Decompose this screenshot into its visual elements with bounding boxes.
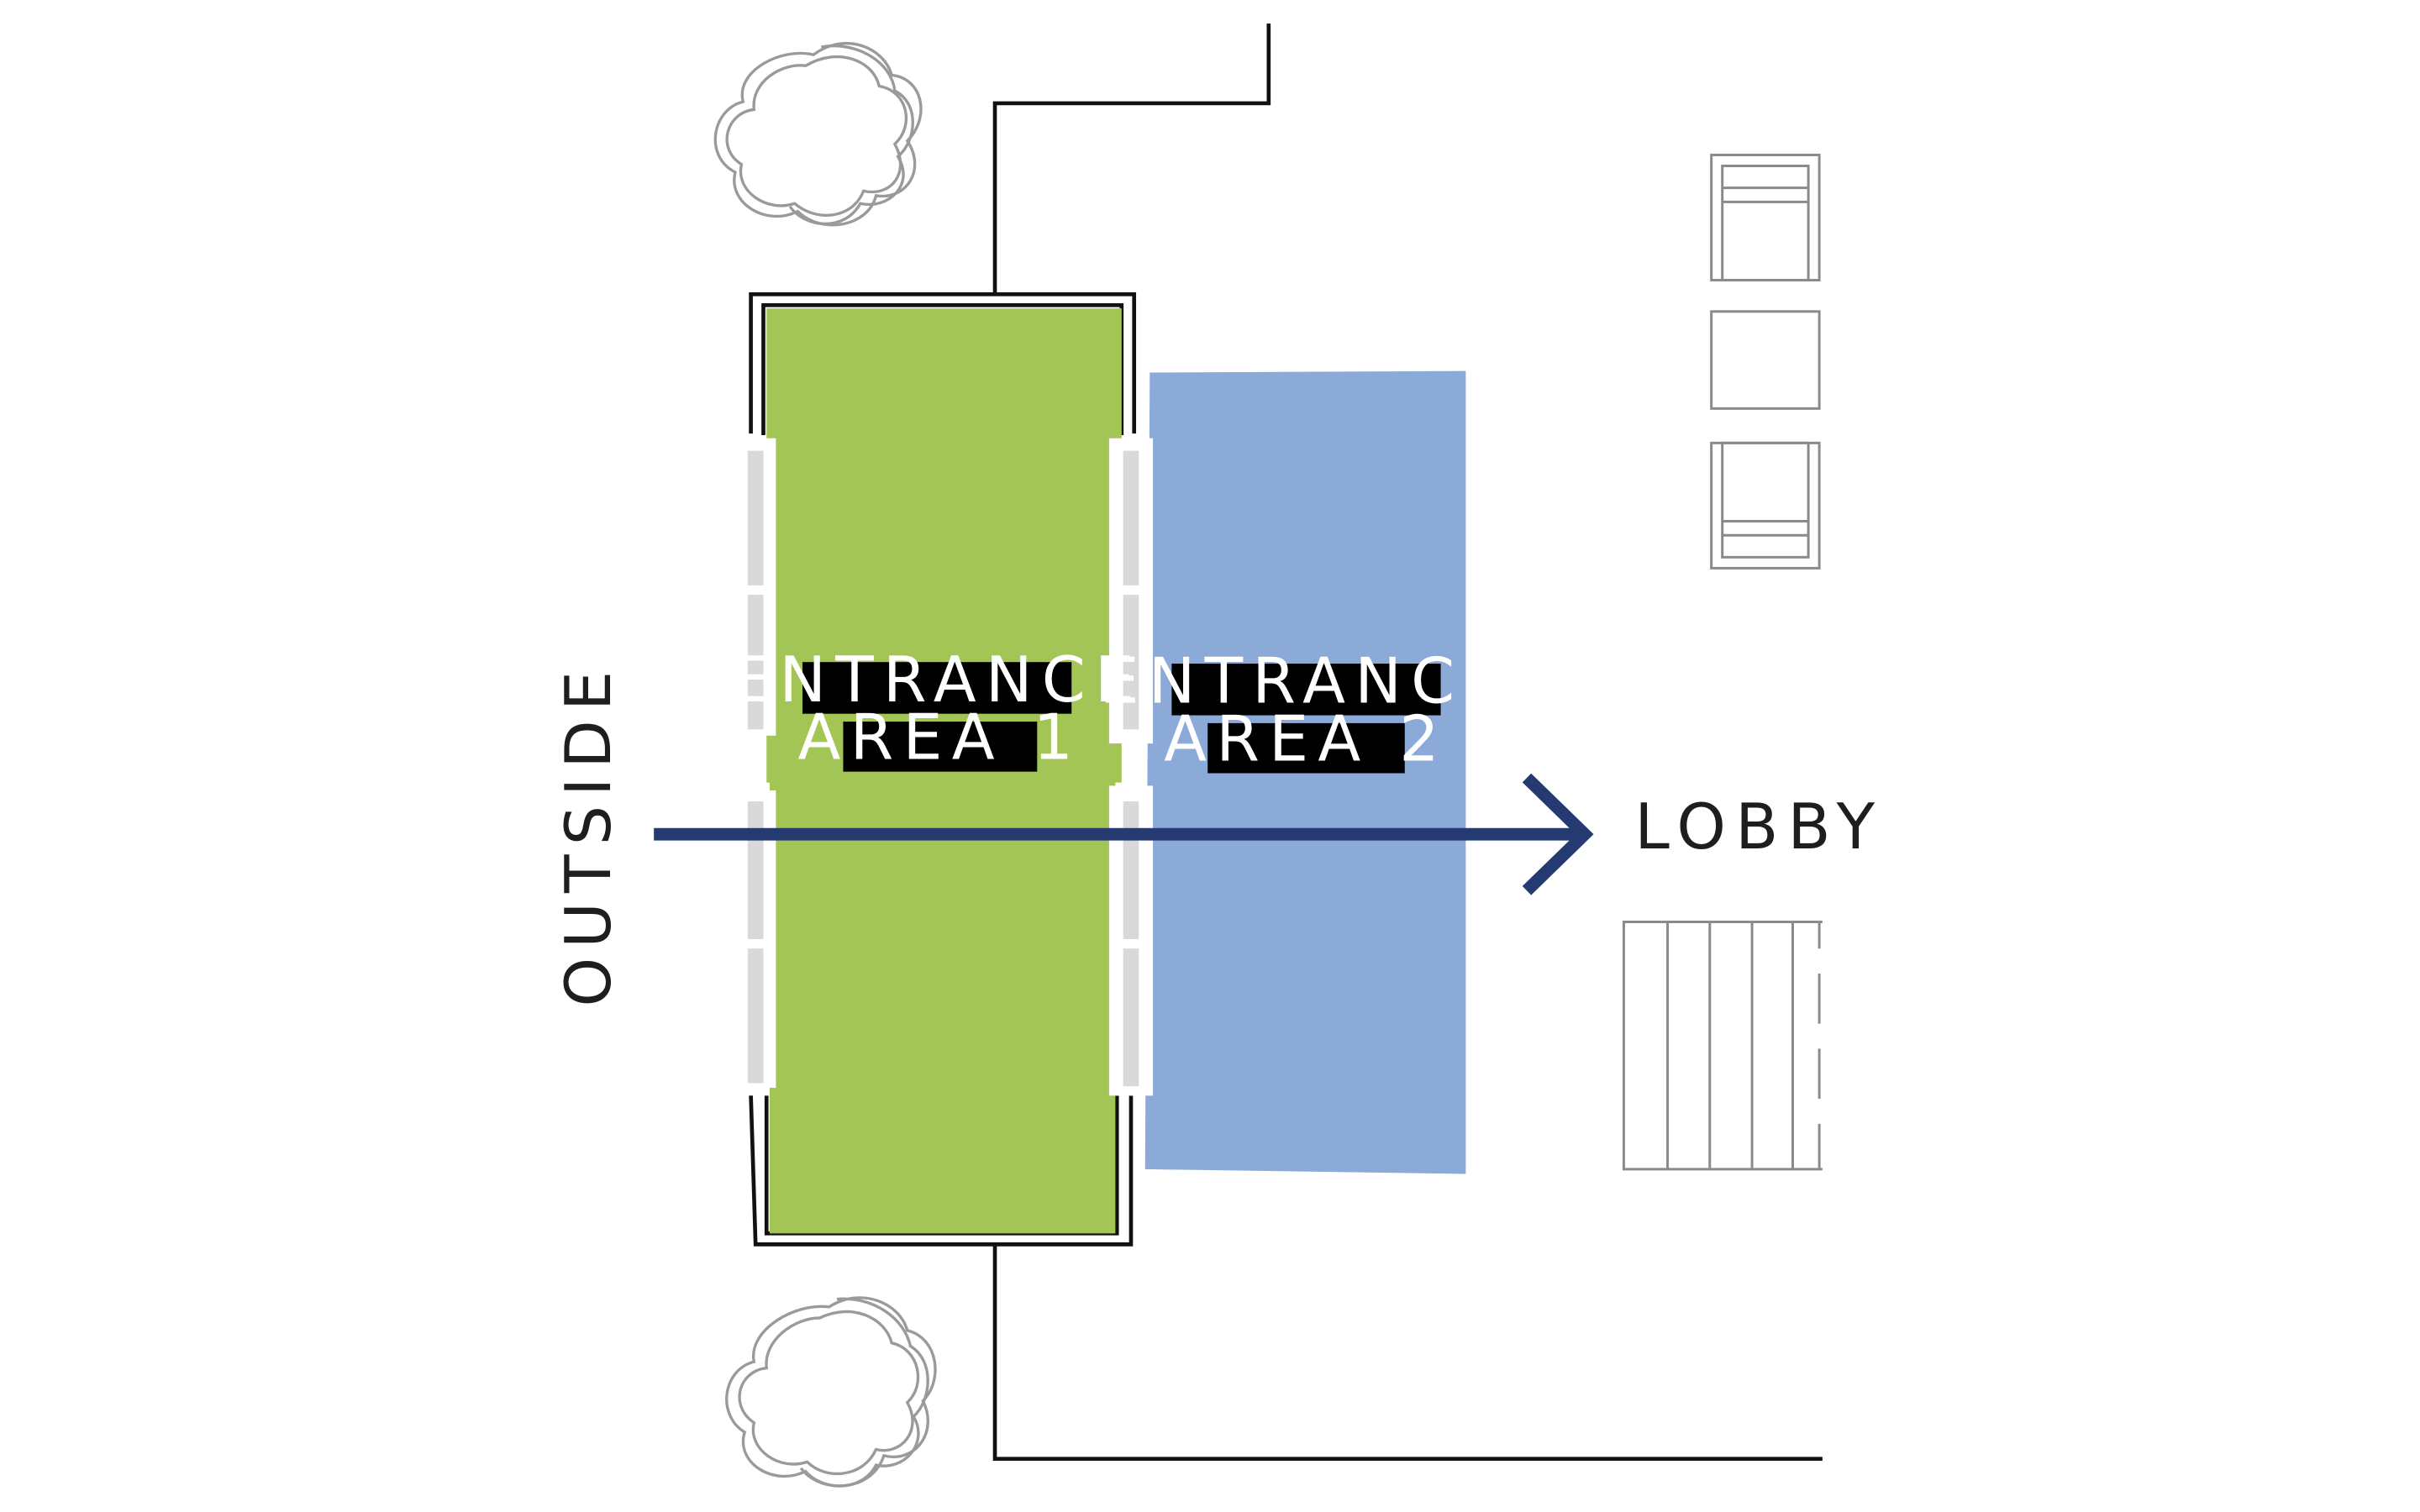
entrance-area-1-label: ENTRANCE AREA 1 (730, 643, 1144, 774)
armchair-icon (1710, 441, 1821, 570)
entrance-area-1-line2: AREA 1 (797, 701, 1082, 774)
armchair-icon (1710, 153, 1821, 282)
outside-doors (741, 438, 776, 1089)
outside-label: OUTSIDE (552, 662, 625, 1007)
entrance-area-2-line2: AREA 2 (1164, 703, 1449, 776)
entrance-area-2-label: ENTRANCE AREA 2 (1099, 645, 1512, 776)
entrance-area-2-line1: ENTRANCE (1099, 645, 1512, 718)
arrow-right-icon (654, 773, 1594, 895)
entrance-area-1-line1: ENTRANCE (730, 643, 1144, 717)
side-table-icon (1710, 310, 1821, 410)
tree-icon (713, 41, 923, 227)
tree-icon (725, 1296, 937, 1488)
sofa-icon (1622, 921, 1823, 1171)
lobby-label: LOBBY (1634, 790, 1884, 864)
